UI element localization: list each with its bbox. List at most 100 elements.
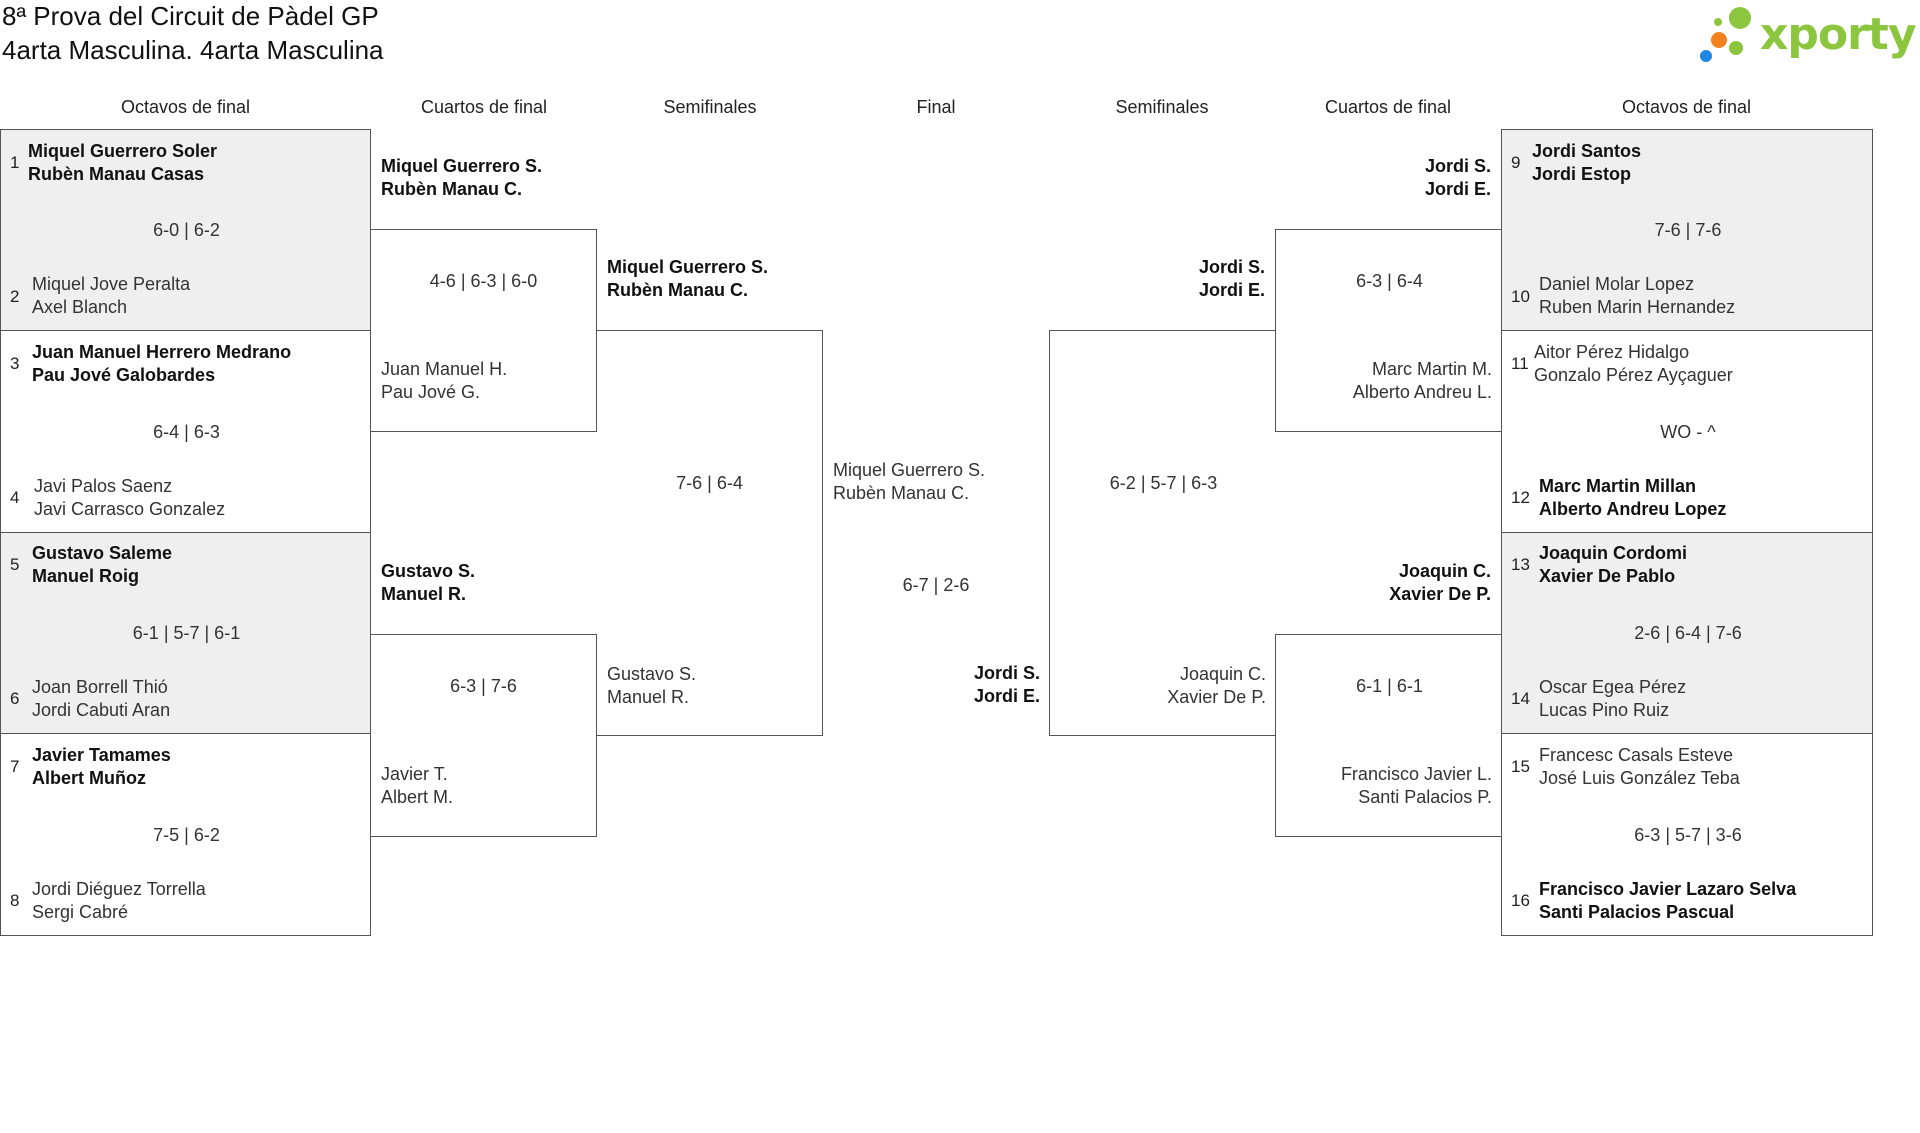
r16-match-6[interactable]: 11 Aitor Pérez Hidalgo Gonzalo Pérez Ayç… xyxy=(1501,330,1873,533)
qf-player-name: Juan Manuel H. xyxy=(381,359,508,379)
player-name: Manuel Roig xyxy=(32,566,139,586)
final-player-name: Miquel Guerrero S. xyxy=(833,460,986,480)
player-name: Daniel Molar Lopez xyxy=(1539,274,1695,294)
qf-player-name: Santi Palacios P. xyxy=(1358,787,1492,807)
category-title: 4arta Masculina. 4arta Masculina xyxy=(2,35,384,65)
seed-number: 1 xyxy=(10,153,20,172)
player-name: Rubèn Manau Casas xyxy=(28,164,205,184)
match-score: 7-6 | 6-4 xyxy=(676,473,743,493)
qf-player-name: Albert M. xyxy=(381,787,454,807)
seed-number: 8 xyxy=(10,891,20,910)
header-right-r16: Octavos de final xyxy=(1621,97,1752,117)
seed-number: 5 xyxy=(10,555,20,574)
player-name: Gustavo Saleme xyxy=(32,543,173,563)
seed-number: 15 xyxy=(1511,757,1530,776)
match-score: 7-6 | 7-6 xyxy=(1654,220,1722,240)
seed-number: 14 xyxy=(1511,689,1530,708)
sf-player-name: Gustavo S. xyxy=(607,664,697,684)
qf-player-name: Jordi E. xyxy=(1424,179,1491,199)
player-name: Pau Jové Galobardes xyxy=(32,365,216,385)
xporty-logo[interactable]: xporty xyxy=(1696,4,1920,68)
match-score: WO - ^ xyxy=(1660,422,1716,442)
player-name: Javi Carrasco Gonzalez xyxy=(34,499,226,519)
sf-player-name: Miquel Guerrero S. xyxy=(607,257,769,277)
r16-match-5[interactable]: 9 Jordi Santos Jordi Estop 7-6 | 7-6 10 … xyxy=(1501,129,1873,331)
player-name: Alberto Andreu Lopez xyxy=(1539,499,1727,519)
final-player-name: Rubèn Manau C. xyxy=(833,483,970,503)
qf-match-3[interactable]: 6-3 | 6-4 Marc Martin M. Alberto Andreu … xyxy=(1275,229,1502,432)
match-score: 6-1 | 6-1 xyxy=(1356,676,1423,696)
sf-player-name: Joaquin C. xyxy=(1179,664,1266,684)
match-score: 6-1 | 5-7 | 6-1 xyxy=(132,623,241,643)
sf-player-name: Manuel R. xyxy=(607,687,690,707)
player-name: Francisco Javier Lazaro Selva xyxy=(1539,879,1797,899)
qf-player-name: Marc Martin M. xyxy=(1371,359,1492,379)
qf-match-1[interactable]: 4-6 | 6-3 | 6-0 Juan Manuel H. Pau Jové … xyxy=(370,229,597,432)
r16-match-4[interactable]: 7 Javier Tamames Albert Muñoz 7-5 | 6-2 … xyxy=(0,733,371,936)
player-name: Miquel Jove Peralta xyxy=(32,274,191,294)
sf-player-name: Xavier De P. xyxy=(1167,687,1266,707)
final-player-name: Jordi S. xyxy=(973,663,1040,683)
qf-match-2[interactable]: 6-3 | 7-6 Javier T. Albert M. xyxy=(370,634,597,837)
final-score: 6-7 | 2-6 xyxy=(902,575,970,595)
seed-number: 4 xyxy=(10,488,20,507)
sf-player-name: Jordi E. xyxy=(1198,280,1265,300)
player-name: Jordi Santos xyxy=(1532,141,1642,161)
qf-player-name: Manuel R. xyxy=(381,584,467,604)
seed-number: 10 xyxy=(1511,287,1530,306)
match-score: 2-6 | 6-4 | 7-6 xyxy=(1634,623,1742,643)
qf-player-name: Jordi S. xyxy=(1424,156,1491,176)
r16-match-7[interactable]: 13 Joaquin Cordomi Xavier De Pablo 2-6 |… xyxy=(1501,532,1873,734)
player-name: Santi Palacios Pascual xyxy=(1539,902,1735,922)
seed-number: 11 xyxy=(1511,354,1529,373)
qf-player-name: Xavier De P. xyxy=(1389,584,1491,604)
player-name: Oscar Egea Pérez xyxy=(1539,677,1687,697)
player-name: Francesc Casals Esteve xyxy=(1539,745,1734,765)
qf-player-name: Miquel Guerrero S. xyxy=(381,156,543,176)
match-score: 7-5 | 6-2 xyxy=(153,825,220,845)
qf-match-4[interactable]: 6-1 | 6-1 Francisco Javier L. Santi Pala… xyxy=(1275,634,1502,837)
header-left-sf: Semifinales xyxy=(663,97,757,117)
r16-match-1[interactable]: 1 Miquel Guerrero Soler Rubèn Manau Casa… xyxy=(0,129,371,331)
sf-match-left[interactable]: 7-6 | 6-4 Gustavo S. Manuel R. xyxy=(596,330,823,736)
player-name: Jordi Diéguez Torrella xyxy=(32,879,206,899)
player-name: Gonzalo Pérez Ayçaguer xyxy=(1534,365,1733,385)
player-name: Aitor Pérez Hidalgo xyxy=(1534,342,1690,362)
seed-number: 16 xyxy=(1511,891,1530,910)
match-score: 6-3 | 7-6 xyxy=(450,676,517,696)
player-name: Javier Tamames xyxy=(32,745,171,765)
match-score: 4-6 | 6-3 | 6-0 xyxy=(429,271,538,291)
header-right-sf: Semifinales xyxy=(1115,97,1209,117)
seed-number: 12 xyxy=(1511,488,1530,507)
logo-text: xporty xyxy=(1760,9,1917,60)
r16-match-2[interactable]: 3 Juan Manuel Herrero Medrano Pau Jové G… xyxy=(0,330,371,533)
tournament-title: 8ª Prova del Circuit de Pàdel GP xyxy=(2,1,379,31)
player-name: Miquel Guerrero Soler xyxy=(28,141,218,161)
qf-player-name: Javier T. xyxy=(381,764,448,784)
qf-player-name: Joaquin C. xyxy=(1398,561,1491,581)
qf-player-name: Alberto Andreu L. xyxy=(1352,382,1492,402)
logo-dots-icon xyxy=(1700,7,1751,62)
player-name: Joan Borrell Thió xyxy=(32,677,168,697)
player-name: Axel Blanch xyxy=(32,297,128,317)
player-name: Juan Manuel Herrero Medrano xyxy=(32,342,292,362)
sf-player-name: Rubèn Manau C. xyxy=(607,280,749,300)
qf-player-name: Pau Jové G. xyxy=(381,382,481,402)
final-player-name: Jordi E. xyxy=(973,686,1040,706)
r16-match-3[interactable]: 5 Gustavo Saleme Manuel Roig 6-1 | 5-7 |… xyxy=(0,532,371,734)
qf-player-name: Francisco Javier L. xyxy=(1340,764,1492,784)
player-name: Jordi Cabuti Aran xyxy=(32,700,171,720)
match-score: 6-2 | 5-7 | 6-3 xyxy=(1109,473,1218,493)
player-name: José Luis González Teba xyxy=(1539,768,1740,788)
player-name: Xavier De Pablo xyxy=(1539,566,1676,586)
match-score: 6-4 | 6-3 xyxy=(153,422,220,442)
seed-number: 6 xyxy=(10,689,20,708)
match-score: 6-3 | 5-7 | 3-6 xyxy=(1634,825,1742,845)
seed-number: 9 xyxy=(1511,153,1521,172)
player-name: Javi Palos Saenz xyxy=(34,476,173,496)
r16-match-8[interactable]: 15 Francesc Casals Esteve José Luis Gonz… xyxy=(1501,733,1873,936)
match-score: 6-0 | 6-2 xyxy=(153,220,220,240)
sf-match-right[interactable]: 6-2 | 5-7 | 6-3 Joaquin C. Xavier De P. xyxy=(1049,330,1276,736)
player-name: Jordi Estop xyxy=(1532,164,1632,184)
player-name: Sergi Cabré xyxy=(32,902,129,922)
